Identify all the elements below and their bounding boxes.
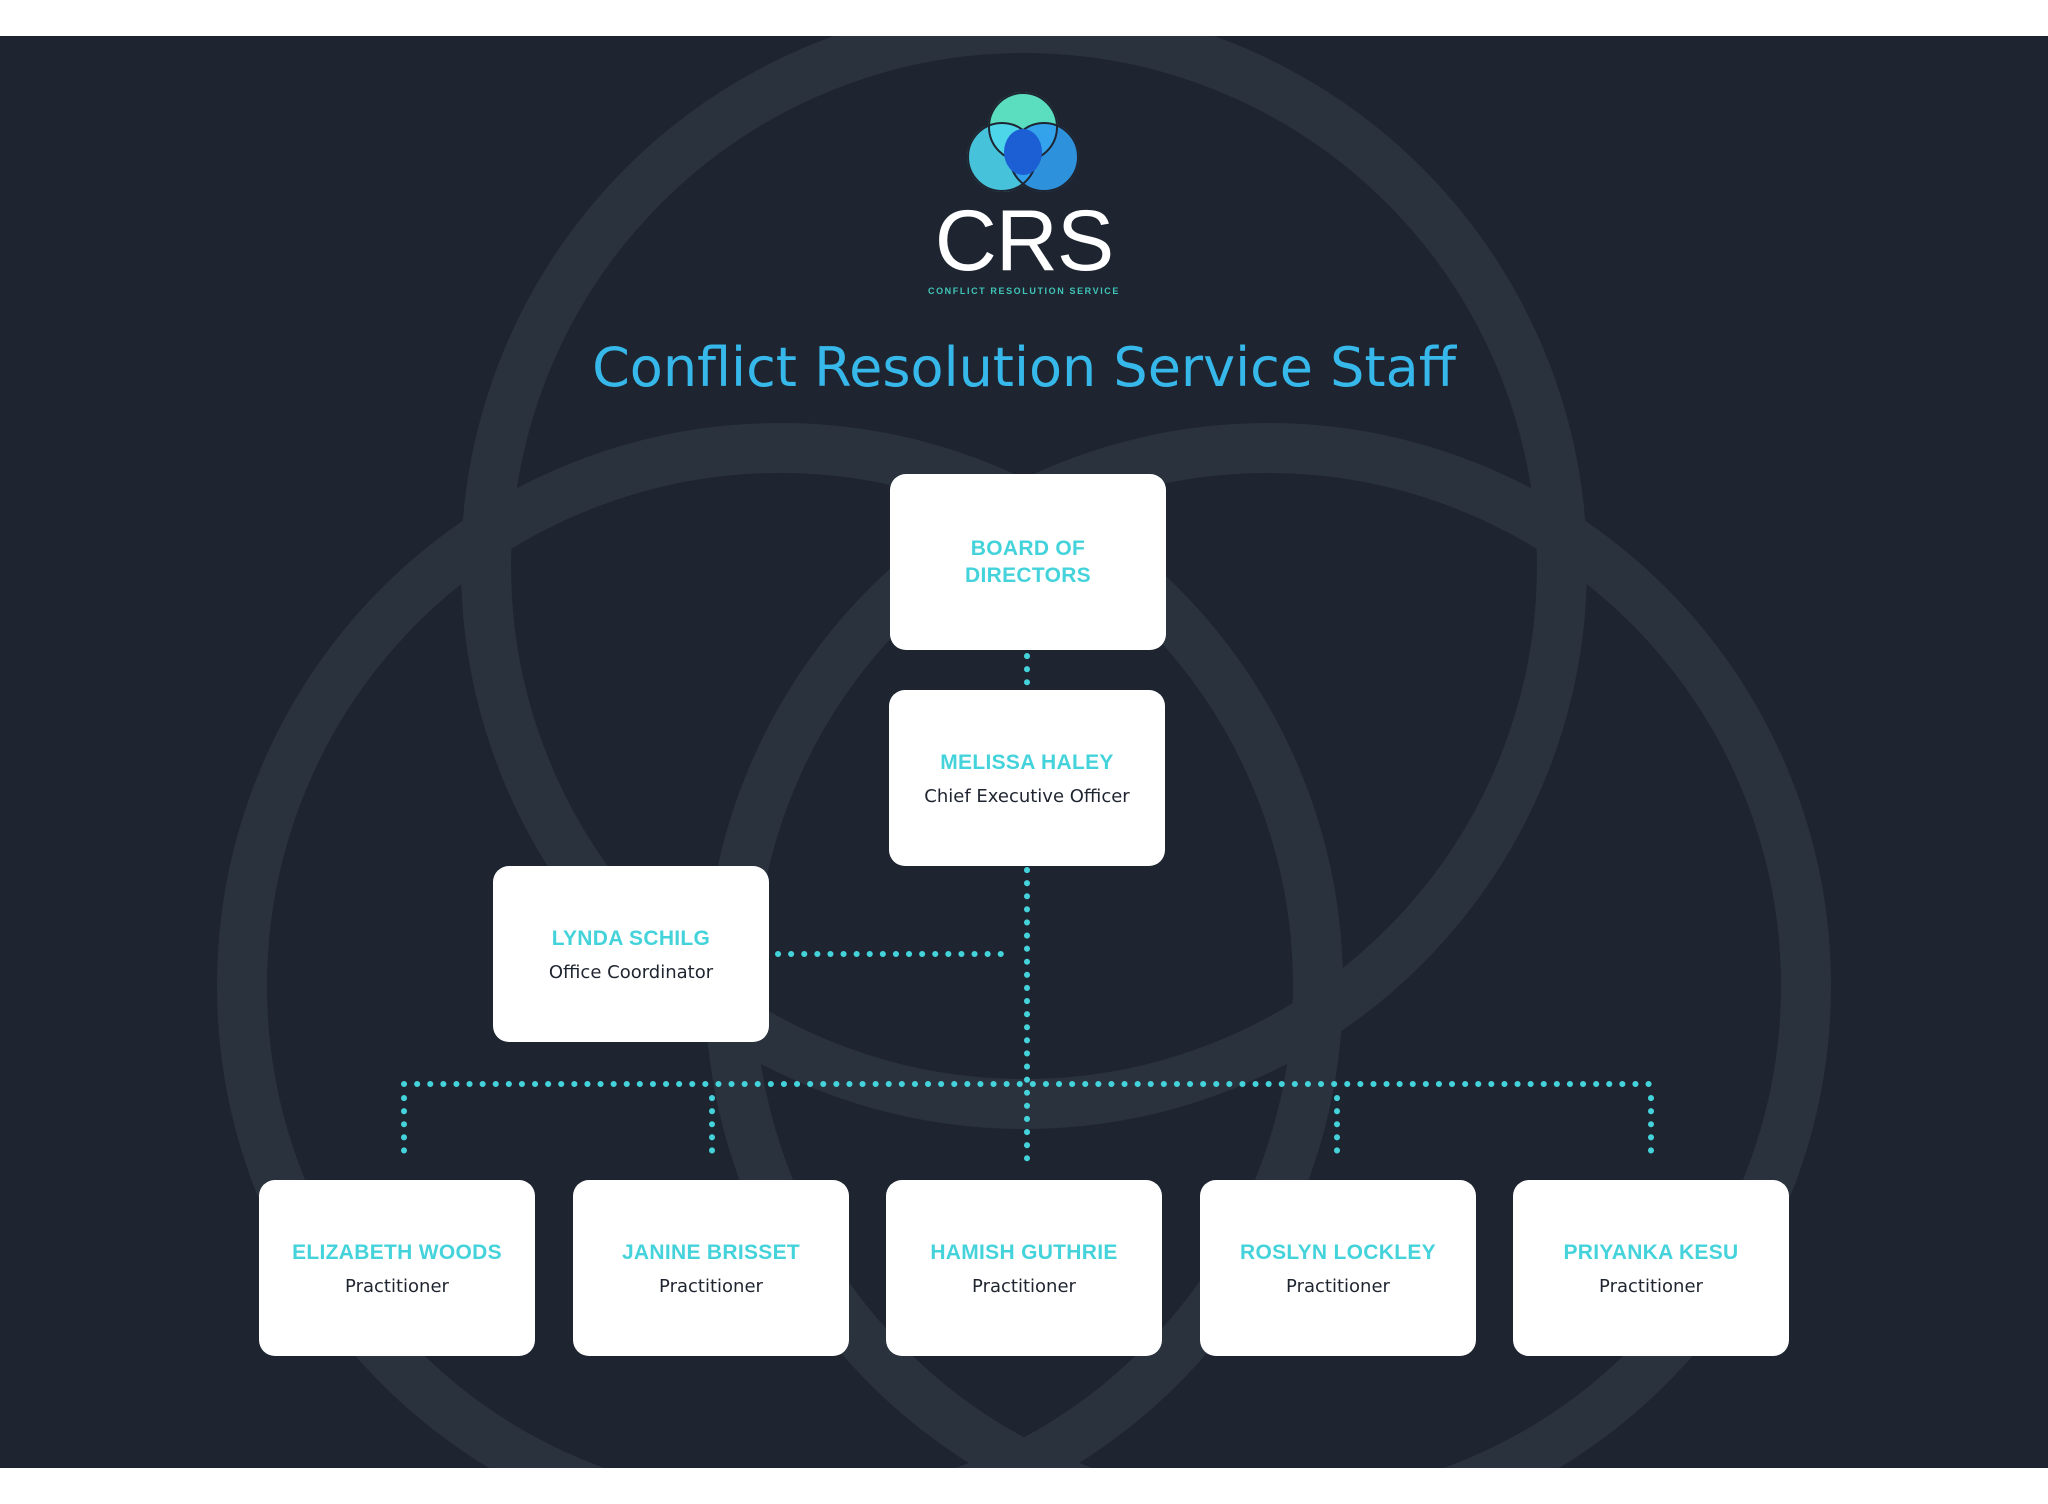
node-role: Practitioner bbox=[1599, 1275, 1703, 1297]
node-name: LYNDA SCHILG bbox=[551, 926, 711, 950]
node-role: Practitioner bbox=[659, 1275, 763, 1297]
crs-logo-icon bbox=[967, 92, 1079, 192]
node-name: MELISSA HALEY bbox=[940, 750, 1114, 774]
node-practitioner: ELIZABETH WOODS Practitioner bbox=[259, 1180, 535, 1356]
logo-brand: CRS bbox=[934, 193, 1115, 289]
node-name: JANINE BRISSET bbox=[621, 1240, 801, 1264]
node-role: Practitioner bbox=[972, 1275, 1076, 1297]
node-name: BOARD OF DIRECTORS bbox=[965, 537, 1091, 587]
node-role: Practitioner bbox=[1286, 1275, 1390, 1297]
node-office-coordinator: LYNDA SCHILG Office Coordinator bbox=[493, 866, 769, 1042]
node-board-of-directors: BOARD OF DIRECTORS bbox=[890, 474, 1166, 650]
node-role: Practitioner bbox=[345, 1275, 449, 1297]
node-name: PRIYANKA KESU bbox=[1563, 1240, 1739, 1264]
node-role: Chief Executive Officer bbox=[924, 785, 1130, 807]
node-ceo: MELISSA HALEY Chief Executive Officer bbox=[889, 690, 1165, 866]
page-title: Conflict Resolution Service Staff bbox=[592, 336, 1456, 399]
node-name: ELIZABETH WOODS bbox=[292, 1240, 502, 1264]
logo-subtitle: CONFLICT RESOLUTION SERVICE bbox=[927, 286, 1121, 296]
node-role: Office Coordinator bbox=[548, 961, 714, 983]
org-connectors bbox=[401, 653, 1654, 1165]
node-practitioner: JANINE BRISSET Practitioner bbox=[573, 1180, 849, 1356]
node-practitioner: PRIYANKA KESU Practitioner bbox=[1513, 1180, 1789, 1356]
node-name: HAMISH GUTHRIE bbox=[930, 1240, 1118, 1264]
node-practitioner: HAMISH GUTHRIE Practitioner bbox=[886, 1180, 1162, 1356]
node-name: ROSLYN LOCKLEY bbox=[1240, 1240, 1436, 1264]
chart-canvas: CRS CONFLICT RESOLUTION SERVICE Conflict… bbox=[0, 36, 2048, 1468]
node-practitioner: ROSLYN LOCKLEY Practitioner bbox=[1200, 1180, 1476, 1356]
